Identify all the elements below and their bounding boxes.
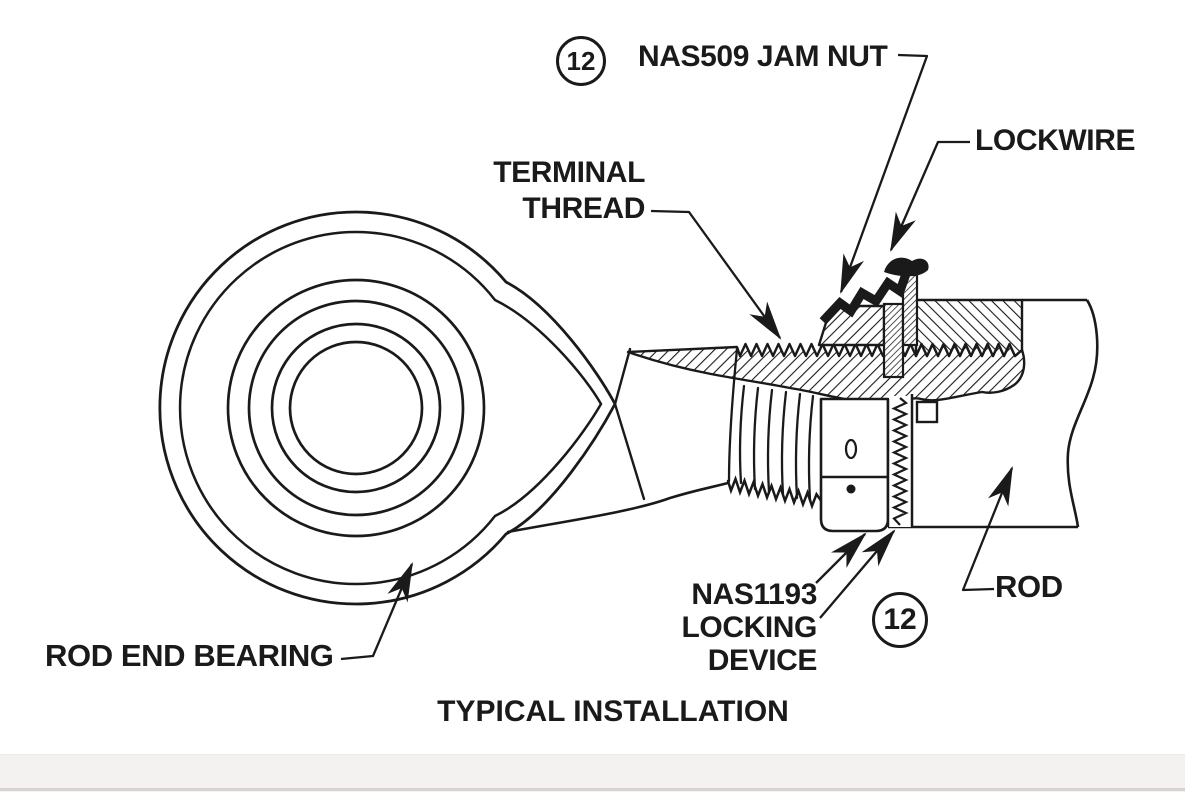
leader-lines [340,53,1014,661]
lockwire-pin-cap [884,257,929,277]
label-terminal-thread-line1: TERMINAL [493,156,645,189]
leader-rod [961,465,1014,592]
leader-jam-nut [839,53,929,295]
locking-tab-slot [915,400,939,424]
thread-bar [794,392,802,500]
label-locking-device-line1: NAS1193 [691,578,817,611]
lockwire-pin [901,273,919,347]
figure-caption: TYPICAL INSTALLATION [437,695,789,728]
label-terminal-thread-line2: THREAD [522,192,645,225]
label-rod-end-bearing: ROD END BEARING [45,638,334,673]
leader-lockwire [889,140,970,253]
thread-bar [738,384,746,485]
bearing-bore-circle [288,340,424,476]
callout-12-top-number: 12 [566,45,596,76]
shank-section-hatch [626,342,1026,411]
bearing-inner-offset-line [178,230,603,586]
terminal-shank-section [626,342,1026,411]
label-terminal-thread: TERMINAL THREAD [470,155,645,227]
bearing-race-outer-circle [226,278,486,538]
leader-rod-end-bearing [340,561,414,661]
nut-dimple-upper [844,438,858,460]
shank-cone-lower-edge [613,402,646,501]
label-rod: ROD [995,569,1063,604]
leader-terminal-thread [650,209,782,340]
jam-nut-section [817,304,886,347]
thread-bar [752,386,760,491]
callout-12-top: 12 [556,36,606,86]
jam-nut-side-view [819,397,890,533]
leader-locking-device-1 [815,532,867,584]
leader-locking-device-2 [819,529,896,619]
shank-neck-bottom-curve [506,481,730,534]
rod-tube-section [888,298,1099,529]
thread-bar [766,388,774,494]
lockwire-scribble [819,265,913,325]
footer-line [0,788,1185,791]
bearing-race-inner-circle [247,299,465,517]
rod-end-bearing-drawing [158,210,730,606]
nut-body [819,397,890,533]
nut-dimple-lower [846,484,856,494]
locking-strip-zigzag [891,397,909,526]
tube-section-hatch [914,298,1024,358]
locking-cup-section [882,302,905,379]
bearing-ball-circle [270,322,442,494]
locking-device-side-view [886,394,939,527]
label-locking-device: NAS1193 LOCKING DEVICE [565,578,817,677]
bearing-outer-outline [158,210,617,606]
thread-runout-edge [727,347,739,483]
rod-break-line [1066,299,1099,528]
shank-cone-upper-edge [613,347,632,406]
callout-12-bottom-number: 12 [883,603,917,636]
lockwire-drawing [819,257,929,325]
thread-bar [780,390,788,497]
terminal-thread-side-view [726,347,824,510]
thread-bar [807,394,815,502]
callout-12-bottom: 12 [872,592,928,648]
footer-band [0,754,1185,792]
thread-bottom-silhouette [726,475,824,510]
label-jam-nut: NAS509 JAM NUT [638,40,888,73]
cup-section-hatch [882,302,905,379]
label-locking-device-line2: LOCKING DEVICE [681,611,817,677]
label-lockwire: LOCKWIRE [975,124,1136,157]
